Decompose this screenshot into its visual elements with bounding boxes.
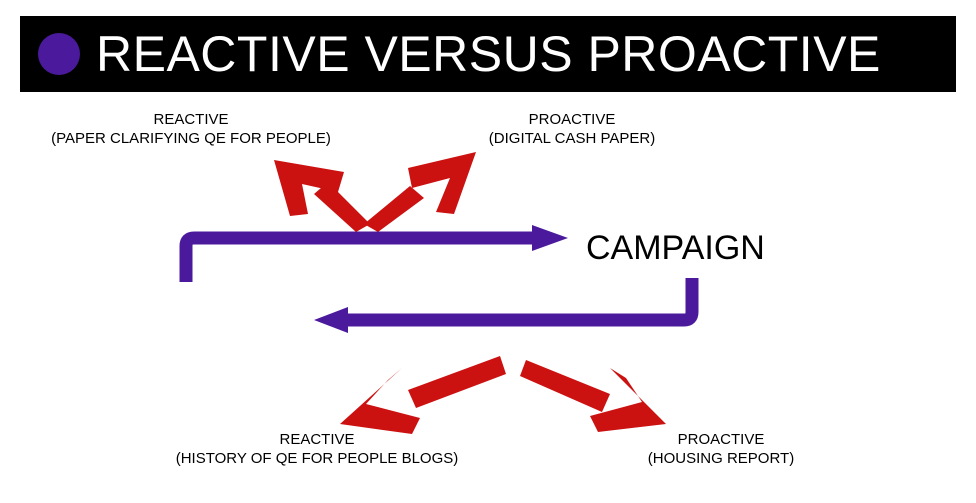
bottom-left-node-detail: (HISTORY OF QE FOR PEOPLE BLOGS)	[175, 450, 459, 467]
bottom-right-node-type: PROACTIVE	[677, 431, 765, 448]
bottom-right-branch-head	[590, 368, 666, 432]
title-bar: REACTIVE VERSUS PROACTIVE	[20, 16, 956, 92]
top-right-node-type: PROACTIVE	[528, 111, 616, 128]
bottom-left-branch-shaft	[408, 356, 506, 408]
bottom-left-branch-head	[340, 368, 420, 434]
top-right-node: PROACTIVE (DIGITAL CASH PAPER)	[472, 110, 672, 148]
campaign-label: CAMPAIGN	[586, 229, 765, 267]
slide-title: REACTIVE VERSUS PROACTIVE	[96, 26, 881, 82]
bottom-left-node-type: REACTIVE	[279, 431, 355, 448]
top-left-node-detail: (PAPER CLARIFYING QE FOR PEOPLE)	[51, 130, 331, 147]
bottom-flow-arrowhead	[314, 307, 348, 333]
bottom-right-branch-shaft	[520, 360, 610, 412]
top-right-branch-shaft	[364, 186, 424, 232]
top-left-node-type: REACTIVE	[153, 111, 229, 128]
top-right-node-detail: (DIGITAL CASH PAPER)	[488, 130, 656, 147]
bottom-left-node: REACTIVE (HISTORY OF QE FOR PEOPLE BLOGS…	[158, 430, 476, 468]
bottom-right-node-detail: (HOUSING REPORT)	[647, 450, 795, 467]
top-left-branch-shaft	[314, 182, 370, 232]
top-flow-arrowhead	[532, 225, 568, 251]
title-bullet-dot	[38, 33, 80, 75]
top-flow-line	[179, 231, 534, 282]
bottom-flow-line	[346, 278, 699, 327]
top-left-branch-head	[274, 160, 344, 216]
bottom-right-node: PROACTIVE (HOUSING REPORT)	[628, 430, 814, 468]
top-right-branch-head	[408, 152, 476, 214]
top-left-node: REACTIVE (PAPER CLARIFYING QE FOR PEOPLE…	[36, 110, 346, 148]
